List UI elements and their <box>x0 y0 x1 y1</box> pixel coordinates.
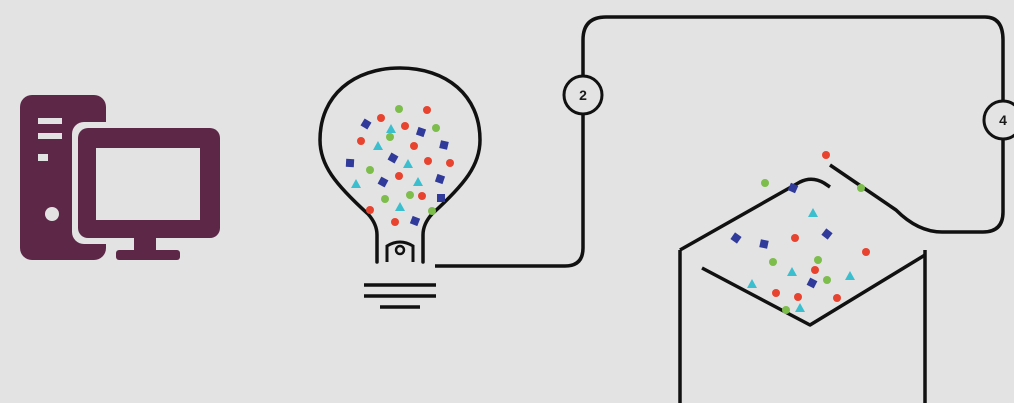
confetti-piece <box>395 172 403 180</box>
confetti-piece <box>432 124 440 132</box>
confetti-piece <box>845 271 855 280</box>
confetti-piece <box>439 140 449 150</box>
step-marker-2: 2 <box>564 76 602 114</box>
confetti-piece <box>388 153 399 164</box>
confetti-piece <box>435 174 445 184</box>
confetti-piece <box>811 266 819 274</box>
confetti-piece <box>791 234 799 242</box>
confetti-piece <box>446 159 454 167</box>
confetti-piece <box>395 105 403 113</box>
confetti-piece <box>857 184 865 192</box>
step-label: 2 <box>579 87 587 103</box>
confetti-piece <box>862 248 870 256</box>
confetti-piece <box>378 177 389 188</box>
confetti-piece <box>401 122 409 130</box>
confetti-piece <box>730 232 741 243</box>
confetti-piece <box>833 294 841 302</box>
confetti-piece <box>794 293 802 301</box>
confetti-piece <box>769 258 777 266</box>
confetti-piece <box>386 124 396 133</box>
confetti-piece <box>437 194 445 202</box>
confetti-piece <box>403 159 413 168</box>
confetti-piece <box>821 228 832 239</box>
confetti-piece <box>413 177 423 186</box>
step-marker-4: 4 <box>984 101 1014 139</box>
confetti-piece <box>747 279 757 288</box>
confetti-piece <box>395 202 405 211</box>
confetti-piece <box>377 114 385 122</box>
confetti-piece <box>808 208 818 217</box>
confetti-piece <box>381 195 389 203</box>
lightbulb-icon <box>320 68 480 307</box>
envelope-icon <box>680 151 925 403</box>
confetti-piece <box>823 276 831 284</box>
confetti-piece <box>366 206 374 214</box>
confetti-piece <box>410 142 418 150</box>
confetti-piece <box>787 267 797 276</box>
step-label: 4 <box>999 112 1007 128</box>
confetti-piece <box>772 289 780 297</box>
confetti-piece <box>418 192 426 200</box>
confetti-piece <box>346 159 354 167</box>
confetti-piece <box>807 278 818 289</box>
confetti-piece <box>759 239 768 248</box>
envelope-confetti <box>730 151 870 314</box>
confetti-piece <box>410 216 420 226</box>
confetti-piece <box>814 256 822 264</box>
confetti-piece <box>357 137 365 145</box>
confetti-piece <box>428 207 436 215</box>
confetti-piece <box>391 218 399 226</box>
confetti-piece <box>795 303 805 312</box>
confetti-piece <box>424 157 432 165</box>
confetti-piece <box>423 106 431 114</box>
confetti-piece <box>386 133 394 141</box>
confetti-piece <box>761 179 769 187</box>
confetti-piece <box>416 127 426 137</box>
confetti-piece <box>822 151 830 159</box>
desktop-computer-icon <box>20 95 226 260</box>
confetti-piece <box>366 166 374 174</box>
confetti-piece <box>782 306 790 314</box>
confetti-piece <box>361 119 372 130</box>
confetti-piece <box>373 141 383 150</box>
confetti-piece <box>406 191 414 199</box>
confetti-piece <box>351 179 361 188</box>
